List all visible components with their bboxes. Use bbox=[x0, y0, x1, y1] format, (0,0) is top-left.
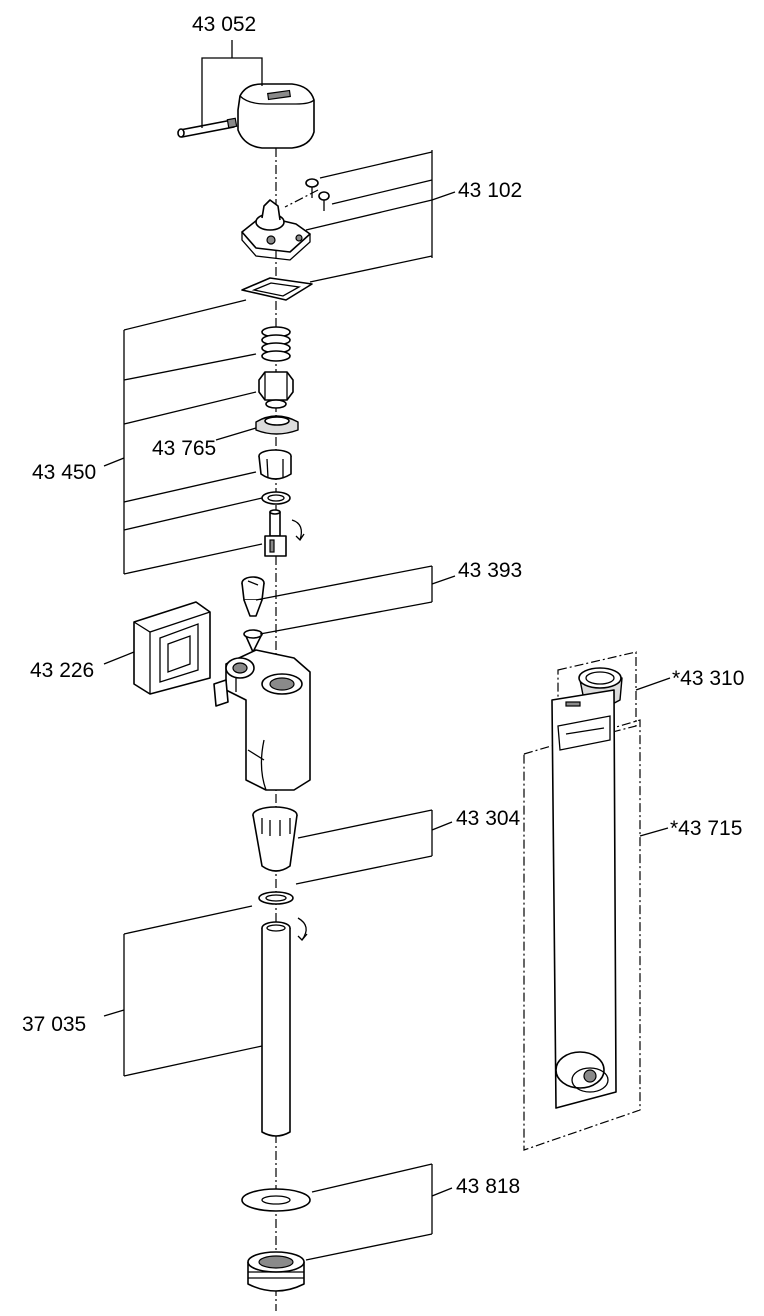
part-43052-drawing bbox=[177, 83, 315, 149]
label-43393: 43 393 bbox=[458, 559, 523, 582]
label-43818: 43 818 bbox=[456, 1175, 521, 1198]
label-43715: *43 715 bbox=[670, 817, 743, 840]
o-ring-drawing bbox=[261, 491, 291, 505]
part-37035-drawing bbox=[261, 917, 308, 1137]
coupling-drawing bbox=[258, 449, 292, 480]
label-43102: 43 102 bbox=[458, 179, 523, 202]
valve-stem-drawing bbox=[264, 509, 305, 557]
gasket-drawing bbox=[241, 277, 313, 301]
part-43818-drawing bbox=[241, 1188, 311, 1292]
part-43102-drawing bbox=[241, 178, 330, 261]
label-37035: 37 035 bbox=[22, 1013, 87, 1036]
label-43052: 43 052 bbox=[192, 13, 257, 36]
label-43304: 43 304 bbox=[456, 807, 521, 830]
valve-body-drawing bbox=[213, 649, 311, 791]
leader-lines bbox=[103, 40, 671, 1261]
part-43226-drawing bbox=[133, 601, 211, 695]
spring-drawing bbox=[261, 326, 291, 362]
part-43304-drawing bbox=[252, 806, 298, 872]
part-43393-drawing bbox=[241, 576, 265, 653]
seal-ring-43765-drawing bbox=[255, 415, 299, 435]
hex-nut-drawing bbox=[258, 371, 294, 409]
part-43715-drawing bbox=[523, 689, 641, 1151]
label-43226: 43 226 bbox=[30, 659, 95, 682]
label-43310: *43 310 bbox=[672, 667, 745, 690]
label-43765: 43 765 bbox=[152, 437, 217, 460]
o-ring-2-drawing bbox=[258, 891, 294, 905]
label-43450: 43 450 bbox=[32, 461, 97, 484]
